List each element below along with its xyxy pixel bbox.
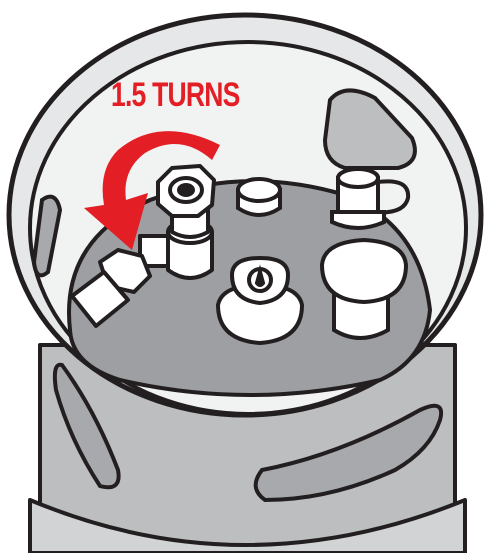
turns-instruction-label: 1.5 TURNS — [111, 76, 240, 115]
relief-valve-cap — [238, 179, 280, 215]
fuel-gauge-icon — [218, 258, 302, 343]
